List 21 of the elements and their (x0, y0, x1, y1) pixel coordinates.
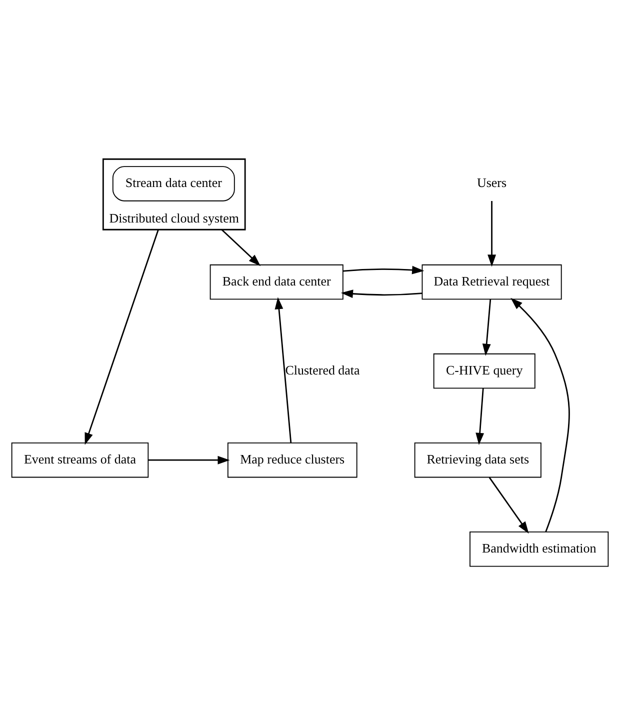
arrow (488, 200, 496, 266)
arrow (221, 228, 261, 266)
arrow (84, 228, 159, 444)
arrow (510, 297, 570, 532)
node-box: Data Retrieval request (422, 264, 562, 300)
node-box: Retrieving data sets (414, 442, 542, 478)
node-box: C-HIVE query (433, 352, 536, 388)
node-box: Stream data center (112, 166, 235, 201)
edge-label: Clustered data (285, 362, 360, 377)
node-text: Users (477, 174, 507, 190)
node-box: Event streams of data (11, 442, 149, 478)
arrow (342, 265, 424, 274)
arrow (482, 298, 492, 356)
node-box: Map reduce clusters (227, 442, 358, 478)
arrow (148, 455, 230, 464)
arrow (274, 296, 292, 442)
node-box: Back end data center (210, 264, 344, 300)
arrow (340, 289, 422, 298)
node-box: Bandwidth estimation (470, 531, 609, 566)
arrow (488, 476, 529, 534)
arrow (476, 388, 484, 444)
